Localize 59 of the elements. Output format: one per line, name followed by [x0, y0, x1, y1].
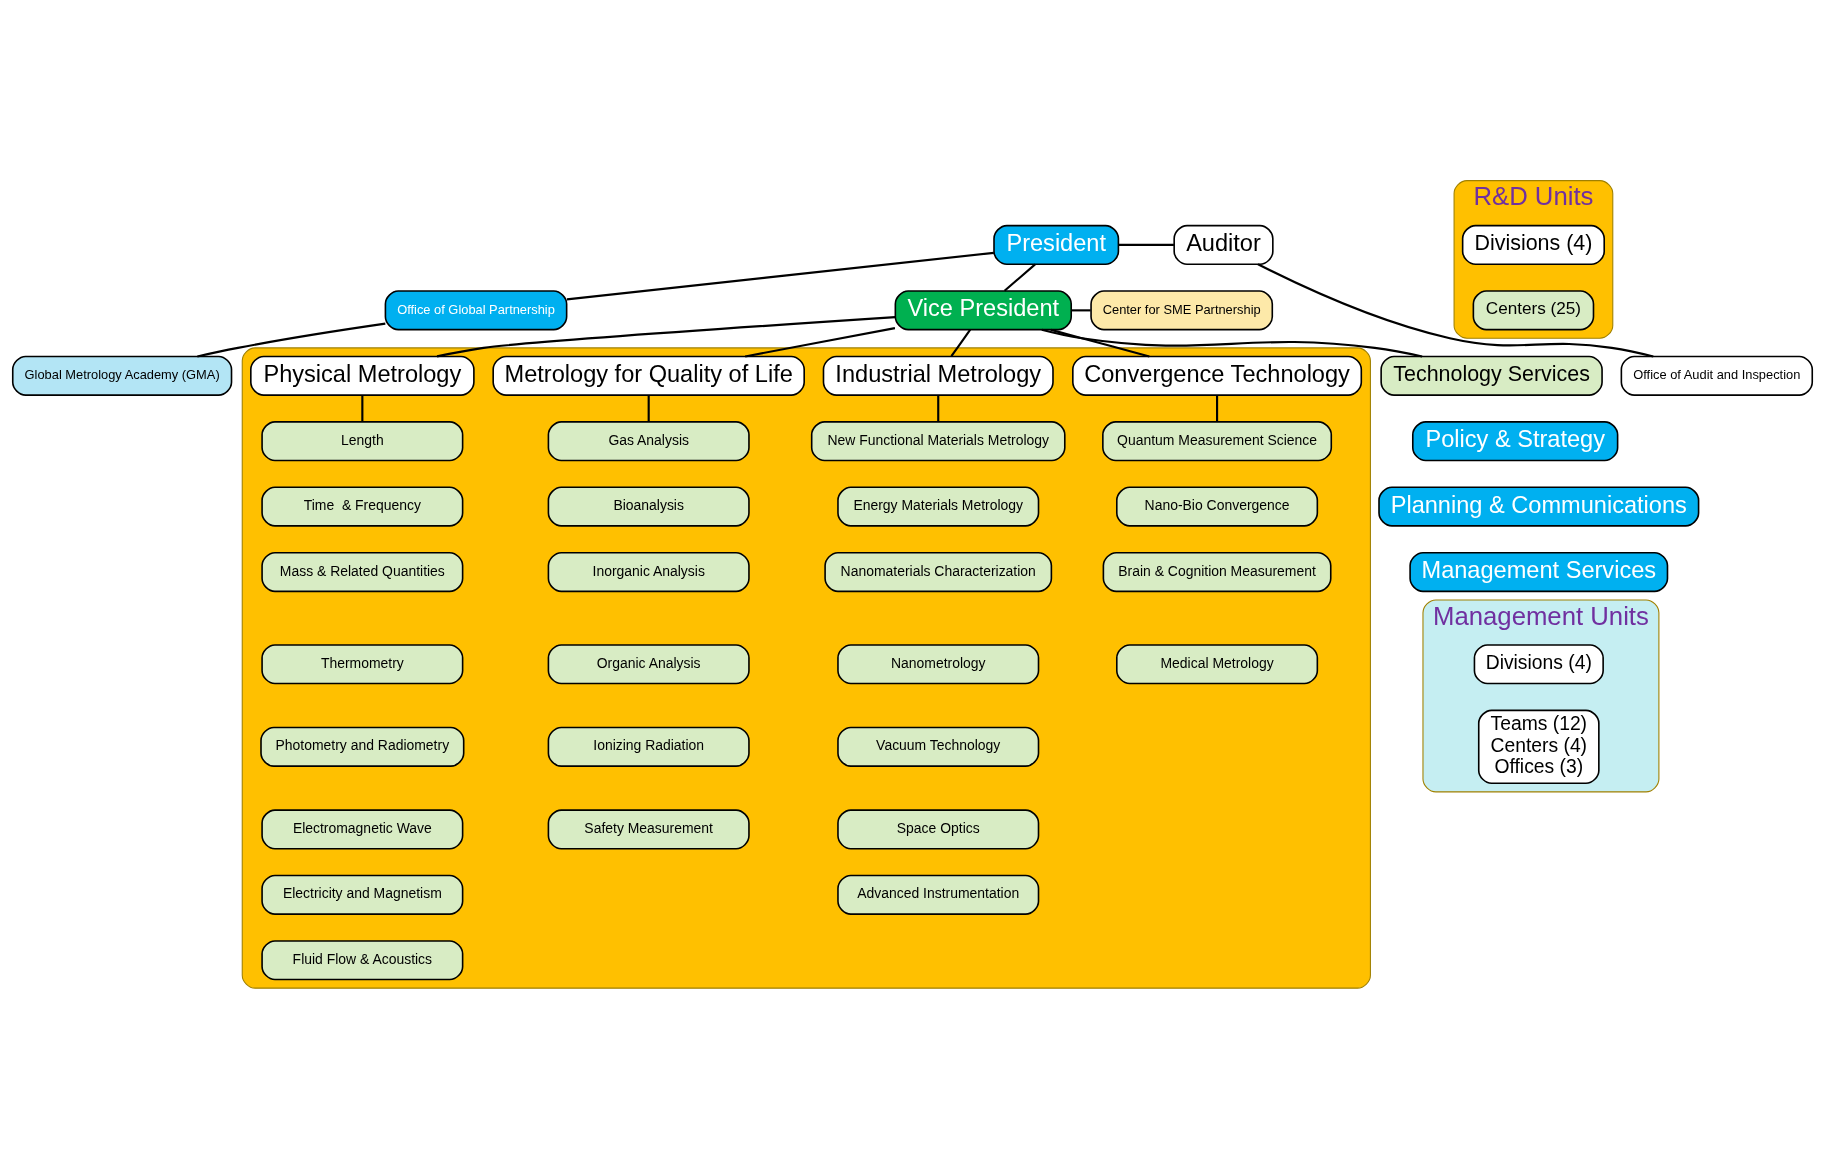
node-box: Gas Analysis — [547, 420, 750, 461]
node-box: Quantum Measurement Science — [1102, 420, 1333, 461]
connector — [1041, 328, 1423, 357]
node-box: Advanced Instrumentation — [837, 874, 1040, 915]
node-box: New Functional Materials Metrology — [810, 420, 1066, 461]
node-box: Centers (25) — [1472, 289, 1595, 330]
connector — [1071, 308, 1091, 311]
node-box: Technology Services — [1380, 355, 1603, 396]
node-box: Length — [261, 420, 464, 461]
node-box: Ionizing Radiation — [547, 726, 750, 767]
node-box: Energy Materials Metrology — [837, 486, 1040, 527]
node-box: Divisions (4) — [1473, 643, 1604, 684]
node-box: Photometry and Radiometry — [260, 726, 465, 767]
node-box: Vacuum Technology — [837, 726, 1040, 767]
node-box: Electricity and Magnetism — [261, 874, 464, 915]
node-box: Planning & Communications — [1378, 486, 1700, 527]
node-box: Organic Analysis — [547, 643, 750, 684]
node-box: Global Metrology Academy (GMA) — [11, 355, 233, 396]
node-box: Teams (12) Centers (4) Offices (3) — [1477, 709, 1600, 784]
connector — [950, 328, 972, 357]
connector — [647, 394, 650, 422]
node-box: President — [993, 224, 1120, 265]
node-box: Nanometrology — [837, 643, 1040, 684]
connector — [744, 326, 896, 357]
node-box: Nano-Bio Convergence — [1116, 486, 1319, 527]
node-box: Center for SME Partnership — [1090, 289, 1274, 330]
node-box: Inorganic Analysis — [547, 551, 750, 592]
connector — [1216, 394, 1219, 422]
connector — [566, 251, 994, 300]
node-box: Convergence Technology — [1072, 355, 1363, 396]
node-box: Nanomaterials Characterization — [824, 551, 1053, 592]
connector — [361, 394, 364, 422]
node-box: Divisions (4) — [1461, 224, 1605, 265]
node-box: Vice President — [894, 289, 1073, 330]
node-box: Safety Measurement — [547, 808, 750, 850]
connector — [1118, 243, 1174, 246]
node-box: Office of Global Partnership — [384, 289, 568, 330]
node-box: Mass & Related Quantities — [261, 551, 464, 592]
node-box: Fluid Flow & Acoustics — [261, 939, 464, 980]
cluster — [241, 346, 1371, 989]
node-box: Office of Audit and Inspection — [1620, 355, 1814, 396]
node-box: Metrology for Quality of Life — [492, 355, 805, 396]
node-box: Auditor — [1173, 224, 1274, 265]
connector — [1050, 328, 1150, 357]
node-box: Space Optics — [837, 808, 1040, 850]
node-box: Electromagnetic Wave — [261, 808, 464, 850]
node-box: Bioanalysis — [547, 486, 750, 527]
node-box: Brain & Cognition Measurement — [1102, 551, 1332, 592]
node-box: Industrial Metrology — [822, 355, 1054, 396]
node-box: Management Services — [1409, 551, 1669, 592]
node-box: Thermometry — [261, 643, 464, 684]
connector — [1003, 263, 1036, 292]
connector — [1257, 262, 1654, 357]
node-box: Time & Frequency — [261, 486, 464, 527]
node-box: Physical Metrology — [250, 355, 475, 396]
connector — [937, 394, 940, 422]
node-box: Medical Metrology — [1116, 643, 1319, 684]
connector — [197, 322, 386, 357]
node-box: Policy & Strategy — [1411, 420, 1619, 461]
